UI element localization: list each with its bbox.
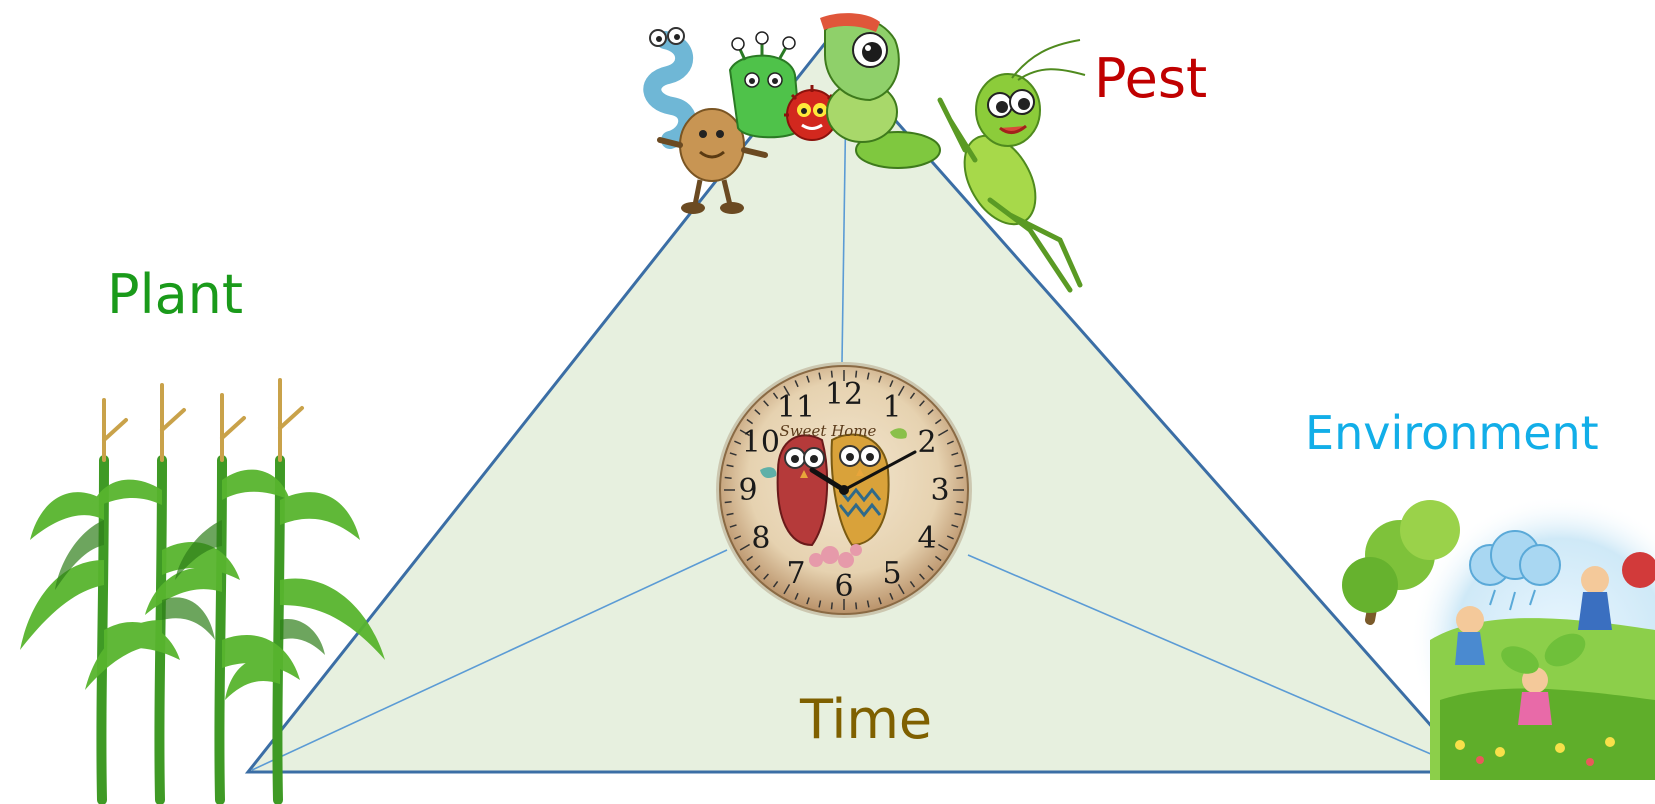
clock-numeral: 2 xyxy=(918,425,937,460)
clock-tick xyxy=(725,478,732,479)
clock-numeral: 11 xyxy=(777,390,815,425)
clock-tick xyxy=(956,478,963,479)
clock-numeral: 12 xyxy=(825,377,863,412)
clock-numeral: 1 xyxy=(882,390,901,425)
plant-label: Plant xyxy=(107,268,243,322)
clock-tick xyxy=(856,602,857,609)
clock-tick xyxy=(832,602,833,609)
clock-numeral: 9 xyxy=(738,473,757,508)
clock-numeral: 7 xyxy=(786,556,805,591)
clock-numeral: 4 xyxy=(918,521,937,556)
time-label: Time xyxy=(800,693,932,747)
pest-label: Pest xyxy=(1094,52,1207,106)
clock-tick xyxy=(956,502,963,503)
environment-label: Environment xyxy=(1305,410,1599,456)
clock-numeral: 3 xyxy=(930,473,949,508)
clock-numeral: 5 xyxy=(882,556,901,591)
clock-tick xyxy=(725,502,732,503)
clock-numeral: 10 xyxy=(742,425,780,460)
clock-numeral: 6 xyxy=(834,569,853,604)
clock-numeral: 8 xyxy=(751,521,770,556)
